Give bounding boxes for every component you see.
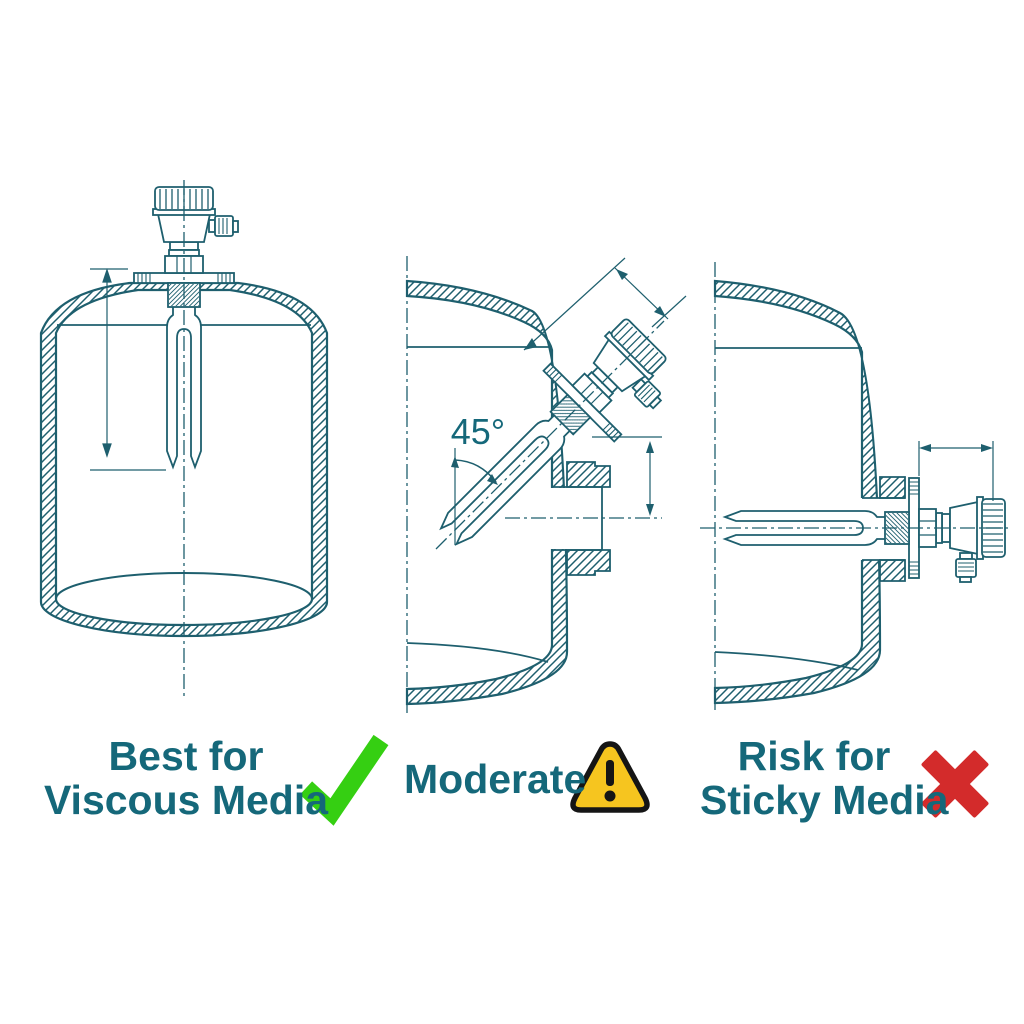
angle-annotation (451, 448, 498, 545)
panel-angled-mount: 45° (405, 256, 687, 714)
caption-sticky-media: Risk for Sticky Media (700, 733, 949, 823)
check-icon (299, 734, 389, 826)
caption-line: Moderate (404, 756, 587, 802)
dimension-sensor-length (918, 441, 994, 501)
centerline-sensor-axis (435, 320, 665, 550)
caption-viscous-media: Best for Viscous Media (36, 734, 336, 822)
caption-line: Viscous Media (43, 777, 329, 823)
panel-side-mount (700, 262, 1012, 710)
warning-icon (570, 741, 650, 813)
tank-bottom-rim (406, 642, 549, 663)
caption-line: Risk for (737, 733, 891, 779)
tank-wall (713, 279, 882, 705)
angle-label: 45° (451, 411, 505, 452)
dimension-sensor-length (523, 257, 687, 351)
panel-vertical-mount (39, 180, 329, 700)
caption-line: Sticky Media (700, 777, 949, 823)
caption-moderate: Moderate (404, 756, 587, 802)
tank-wall (39, 281, 329, 638)
tank-bottom-rim (714, 651, 859, 671)
fork-sensor-vertical (133, 186, 239, 468)
tank-wall (405, 279, 569, 706)
dimension-nozzle-offset (592, 436, 662, 516)
caption-line: Best for (108, 733, 264, 779)
dimension-insertion-depth (90, 268, 166, 471)
cross-icon (921, 750, 989, 818)
